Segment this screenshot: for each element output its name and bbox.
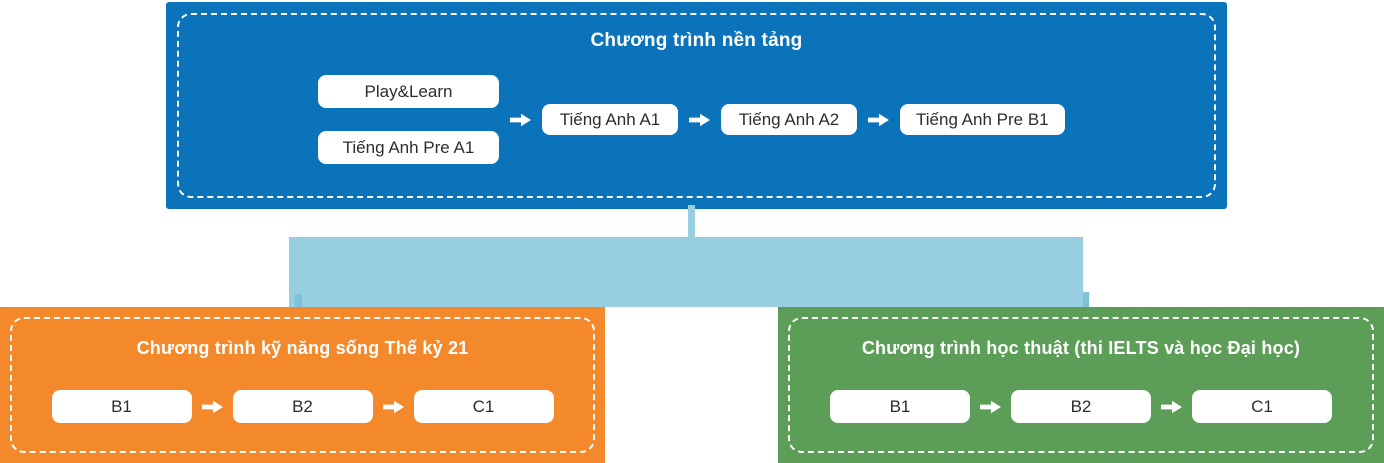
arrow-right-icon	[1161, 400, 1182, 413]
connector-bar	[289, 237, 1083, 307]
level-node-b2: B2	[1011, 390, 1151, 423]
foundation-title: Chương trình nền tảng	[590, 30, 803, 51]
level-node-b2: B2	[232, 390, 373, 423]
level-node-b1: B1	[51, 390, 192, 423]
course-node-tieng-anh-a2: Tiếng Anh A2	[721, 104, 857, 135]
level-node-b1: B1	[830, 390, 970, 423]
life-skills-panel: Chương trình kỹ năng sống Thế kỷ 21 B1 B…	[0, 307, 605, 463]
course-node-tieng-anh-a1: Tiếng Anh A1	[542, 104, 678, 135]
level-node-c1: C1	[413, 390, 554, 423]
connector-stem	[688, 205, 695, 238]
arrow-right-icon	[382, 400, 404, 413]
arrow-right-icon	[868, 113, 889, 126]
level-node-c1: C1	[1192, 390, 1332, 423]
foundation-entry-stack: Play&Learn Tiếng Anh Pre A1	[318, 75, 499, 164]
arrow-right-icon	[510, 113, 531, 126]
foundation-panel: Chương trình nền tảng Play&Learn Tiếng A…	[166, 2, 1227, 209]
course-node-tieng-anh-pre-b1: Tiếng Anh Pre B1	[900, 104, 1065, 135]
academic-panel: Chương trình học thuật (thi IELTS và học…	[778, 307, 1384, 463]
arrow-right-icon	[980, 400, 1001, 413]
course-node-tieng-anh-pre-a1: Tiếng Anh Pre A1	[318, 131, 499, 164]
connector-leg-right	[1083, 292, 1089, 307]
connector-leg-left	[295, 294, 302, 312]
arrow-right-icon	[689, 113, 710, 126]
academic-title: Chương trình học thuật (thi IELTS và học…	[861, 338, 1301, 358]
arrow-right-icon	[201, 400, 223, 413]
life-skills-levels: B1 B2 C1	[0, 390, 605, 423]
foundation-flow: Play&Learn Tiếng Anh Pre A1 Tiếng Anh A1…	[318, 75, 1065, 164]
academic-levels: B1 B2 C1	[778, 390, 1384, 423]
course-node-play-and-learn: Play&Learn	[318, 75, 499, 108]
life-skills-title: Chương trình kỹ năng sống Thế kỷ 21	[136, 338, 469, 358]
